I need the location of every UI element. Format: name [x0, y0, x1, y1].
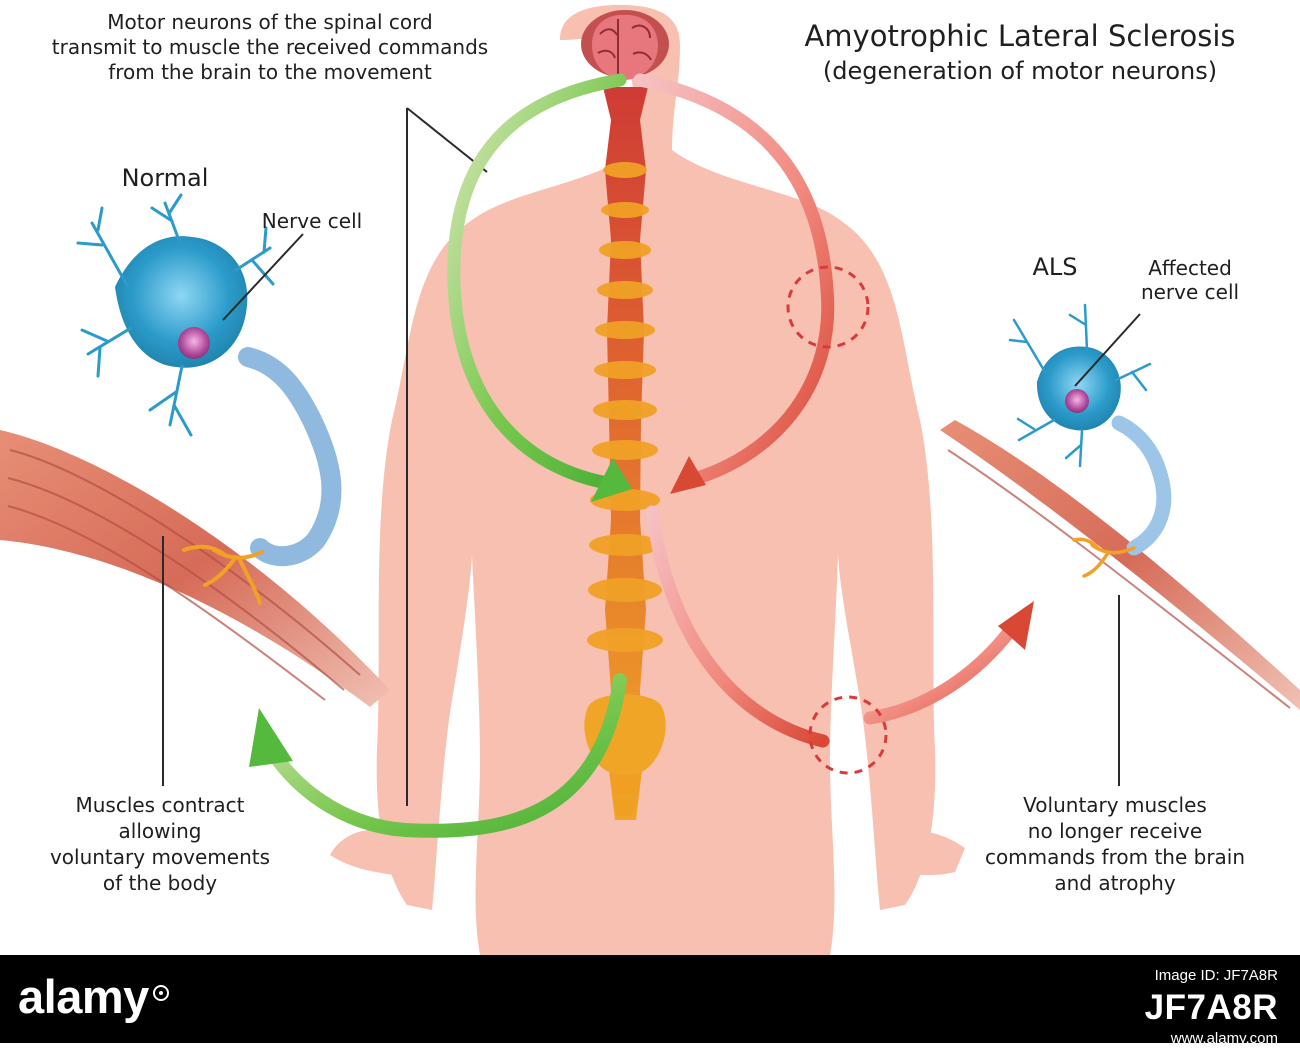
site-url: www.alamy.com — [1145, 1030, 1278, 1048]
als-outcome-line-4: and atrophy — [965, 870, 1265, 896]
stock-footer: alamy Image ID: JF7A8R JF7A8R www.alamy.… — [0, 955, 1300, 1043]
image-id-label: Image ID: JF7A8R — [1145, 967, 1278, 986]
normal-outcome-line-1: Muscles contract — [35, 792, 285, 818]
top-caption-line-2: transmit to muscle the received commands — [20, 35, 520, 60]
affected-label-line-1: Affected — [1110, 256, 1270, 280]
brand-mark-icon — [153, 985, 169, 1001]
als-outcome-line-2: no longer receive — [965, 818, 1265, 844]
als-label: ALS — [1010, 253, 1100, 282]
affected-nerve-cell-label: Affected nerve cell — [1110, 256, 1270, 304]
diagram-subtitle: (degeneration of motor neurons) — [750, 58, 1290, 85]
als-diagram: Amyotrophic Lateral Sclerosis (degenerat… — [0, 0, 1300, 955]
image-code: JF7A8R — [1145, 986, 1278, 1030]
normal-label: Normal — [100, 164, 230, 193]
normal-outcome-line-2: allowing — [35, 818, 285, 844]
affected-label-line-2: nerve cell — [1110, 280, 1270, 304]
brand-logo: alamy — [18, 973, 169, 1020]
nerve-cell-label: Nerve cell — [242, 209, 382, 233]
normal-outcome-caption: Muscles contract allowing voluntary move… — [35, 792, 285, 896]
top-caption-line-1: Motor neurons of the spinal cord — [20, 10, 520, 35]
human-silhouette — [330, 5, 965, 955]
als-outcome-caption: Voluntary muscles no longer receive comm… — [965, 792, 1265, 896]
normal-outcome-line-3: voluntary movements — [35, 844, 285, 870]
als-muscle — [940, 420, 1300, 786]
top-caption: Motor neurons of the spinal cord transmi… — [20, 10, 520, 85]
brand-name: alamy — [18, 970, 149, 1023]
als-outcome-line-1: Voluntary muscles — [965, 792, 1265, 818]
diagram-title: Amyotrophic Lateral Sclerosis — [750, 20, 1290, 52]
als-outcome-line-3: commands from the brain — [965, 844, 1265, 870]
normal-outcome-line-4: of the body — [35, 870, 285, 896]
top-caption-line-3: from the brain to the movement — [20, 60, 520, 85]
image-meta: Image ID: JF7A8R JF7A8R www.alamy.com — [1145, 967, 1278, 1048]
